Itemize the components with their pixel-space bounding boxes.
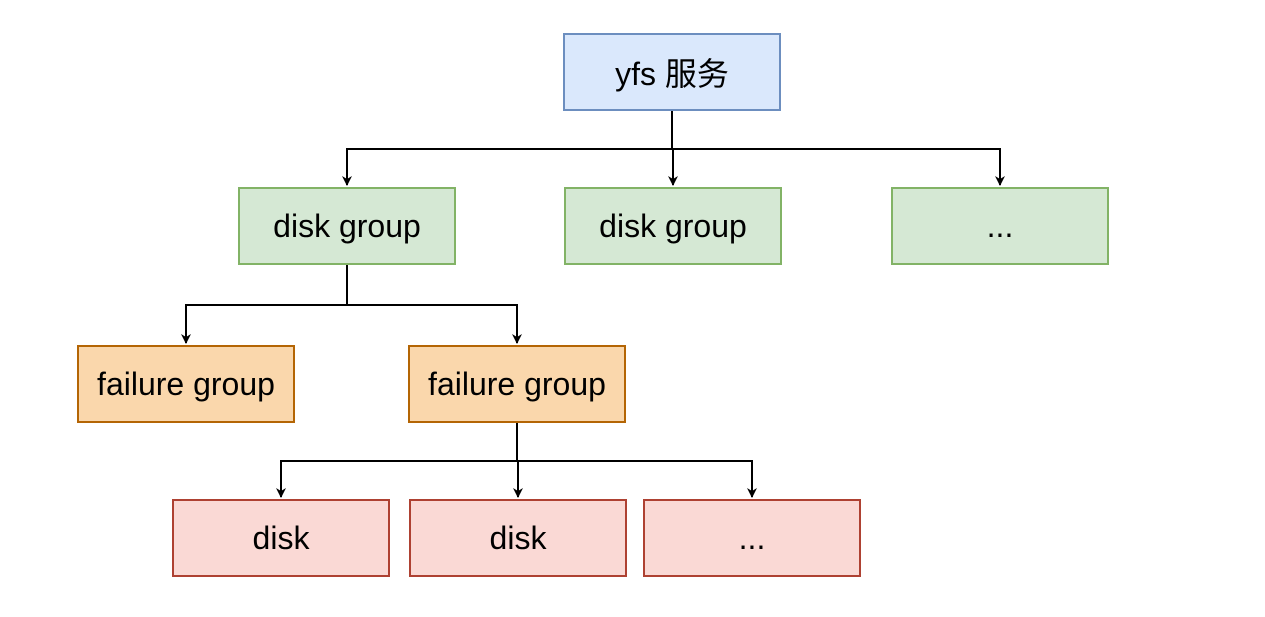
node-failure-group-1: failure group	[77, 345, 295, 423]
node-yfs-service: yfs 服务	[563, 33, 781, 111]
node-disk-group-1: disk group	[238, 187, 456, 265]
edge-failure-group-2-to-disk-more	[516, 423, 757, 498]
edge-disk-group-1-to-failure-group-1	[181, 265, 348, 344]
node-disk-group-more: ...	[891, 187, 1109, 265]
node-disk-1: disk	[172, 499, 390, 577]
edge-disk-group-1-to-failure-group-2	[346, 265, 522, 344]
node-failure-group-2: failure group	[408, 345, 626, 423]
edge-root-to-disk-group-more	[671, 111, 1005, 186]
edge-failure-group-2-to-disk-1	[276, 423, 518, 498]
node-disk-group-2: disk group	[564, 187, 782, 265]
node-disk-more: ...	[643, 499, 861, 577]
edge-root-to-disk-group-1	[342, 111, 673, 186]
node-disk-2: disk	[409, 499, 627, 577]
